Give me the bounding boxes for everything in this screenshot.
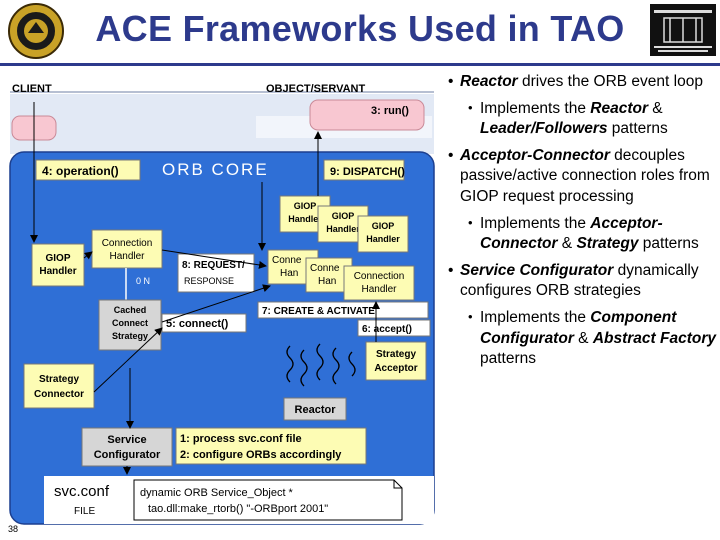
bullet-item: Service Configurator dynamically configu… [440, 261, 718, 302]
svg-text:Strategy: Strategy [39, 374, 79, 385]
client-label: CLIENT [12, 83, 52, 95]
svg-text:RESPONSE: RESPONSE [184, 276, 234, 286]
svg-text:Strategy: Strategy [112, 331, 148, 341]
svg-text:Service: Service [107, 434, 146, 446]
service-configurator [81, 427, 173, 467]
bullet-text: Reactor [590, 99, 648, 117]
sub-bullet-item: Implements the Acceptor-Connector & Stra… [440, 214, 718, 255]
bullet-text: & [648, 99, 663, 117]
giop-handler-client [31, 243, 85, 287]
svg-text:Configurator: Configurator [94, 449, 161, 461]
create-activate-box [257, 301, 429, 319]
institute-logo-icon [650, 4, 716, 56]
dispatch-box [323, 159, 405, 181]
bullet-text: patterns [607, 120, 668, 138]
bullet-text: Service Configurator [460, 261, 614, 279]
svg-text:Strategy: Strategy [376, 349, 416, 360]
object-servant-label: OBJECT/SERVANT [266, 83, 366, 95]
bullet-text: Implements the [480, 214, 591, 232]
orb-core-label: ORB CORE [162, 160, 269, 179]
svg-text:Han: Han [318, 276, 336, 287]
bullet-text: Implements the [480, 99, 591, 117]
operation-box [35, 159, 141, 181]
svg-text:GIOP: GIOP [332, 211, 355, 221]
bullet-item: Acceptor-Connector decouples passive/act… [440, 146, 718, 208]
thread-pool-icon [286, 343, 356, 387]
tao-architecture-diagram: CLIENT OBJECT/SERVANT 3: run() 4: operat… [4, 72, 436, 528]
bullet-item: Reactor drives the ORB event loop [440, 72, 718, 93]
svg-text:Reactor: Reactor [295, 404, 337, 416]
svg-text:Acceptor: Acceptor [374, 363, 417, 374]
bullet-text: decouples passive/active connection role… [460, 146, 710, 206]
svg-text:Conne: Conne [272, 255, 302, 266]
svg-text:Handler: Handler [361, 284, 397, 295]
bullet-text: patterns [638, 235, 699, 253]
svg-text:Handler: Handler [39, 266, 76, 277]
svg-text:Handler: Handler [326, 224, 360, 234]
bullet-text: Strategy [576, 235, 639, 253]
bullet-text: Implements the [480, 309, 591, 327]
step1-label: 1: process svc.conf file [180, 433, 302, 445]
svg-text:Connect: Connect [112, 318, 148, 328]
connect-label: 5: connect() [166, 318, 229, 330]
bullet-text: Leader/Followers [480, 120, 608, 138]
file-label: FILE [74, 506, 95, 517]
bullet-text: dynamically configures ORB strategies [460, 261, 699, 300]
giop-handler-stack-3 [357, 215, 409, 253]
page-title: ACE Frameworks Used in TAO [95, 8, 625, 49]
create-activate-label: 7: CREATE & ACTIVATE [262, 306, 375, 317]
svg-text:8: REQUEST/: 8: REQUEST/ [182, 260, 245, 271]
request-response-box [177, 253, 255, 293]
sub-bullet-item: Implements the Component Configurator & … [440, 308, 718, 370]
connect-box [161, 313, 247, 333]
orb-core-region [9, 151, 435, 525]
connection-handler-stack-3 [343, 265, 415, 301]
bullet-text: patterns [480, 350, 537, 368]
cached-connect-strategy [98, 299, 162, 351]
svg-text:dynamic ORB Service_Object *: dynamic ORB Service_Object * [140, 487, 294, 499]
strategy-acceptor [365, 341, 427, 381]
svc-conf-file [133, 479, 403, 521]
svg-text:Han: Han [280, 268, 298, 279]
bullet-text: drives the ORB event loop [517, 73, 703, 90]
svg-text:Connection: Connection [102, 238, 153, 249]
configure-steps-box [175, 427, 367, 465]
svg-text:GIOP: GIOP [45, 253, 70, 264]
page-number: 38 [8, 524, 19, 534]
bullet-text: & [573, 329, 593, 347]
svg-text:GIOP: GIOP [294, 201, 317, 211]
bullet-list: Reactor drives the ORB event loopImpleme… [440, 72, 718, 376]
svg-text:Cached: Cached [114, 305, 147, 315]
sub-bullet-item: Implements the Reactor & Leader/Follower… [440, 99, 718, 140]
bullet-text: Acceptor-Connector [480, 214, 663, 253]
servant-object-box [309, 99, 425, 131]
university-seal-icon [6, 2, 66, 60]
dispatch-label: 9: DISPATCH() [330, 166, 405, 178]
svg-text:tao.dll:make_rtorb() "-ORBport: tao.dll:make_rtorb() "-ORBport 2001" [148, 503, 328, 515]
bullet-text: & [557, 235, 577, 253]
svg-text:GIOP: GIOP [372, 221, 395, 231]
svg-text:Connector: Connector [34, 389, 84, 400]
on-label: 0 N [136, 276, 150, 286]
accept-label: 6: accept() [362, 324, 412, 335]
svg-text:Handler: Handler [288, 214, 322, 224]
connection-handler-client [91, 229, 163, 269]
bullet-text: Acceptor-Connector [460, 146, 610, 164]
svg-text:Handler: Handler [366, 234, 400, 244]
bullet-text: Component Configurator [480, 309, 677, 347]
reactor-box [283, 397, 347, 421]
svg-text:Conne: Conne [310, 263, 340, 274]
step2-label: 2: configure ORBs accordingly [180, 449, 342, 461]
svg-text:Handler: Handler [109, 251, 145, 262]
svg-text:Connection: Connection [354, 271, 405, 282]
bullet-text: Reactor [460, 73, 518, 90]
svc-conf-label: svc.conf [54, 483, 110, 500]
strategy-connector [23, 363, 95, 409]
run-label: 3: run() [371, 105, 409, 117]
bullet-text: Abstract Factory [592, 329, 716, 347]
operation-label: 4: operation() [42, 164, 119, 178]
title-underline [0, 63, 720, 66]
